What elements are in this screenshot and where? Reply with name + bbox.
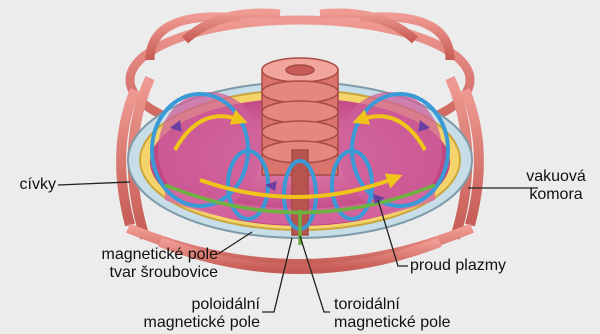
label-helical-field: magnetické pole tvar šroubovice [40, 246, 218, 282]
label-helical-field-line1: magnetické pole [40, 246, 218, 264]
leader-helical-field [218, 232, 252, 254]
label-poloidal-field-line2: magnetické pole [88, 314, 260, 332]
label-poloidal-field: poloidální magnetické pole [88, 296, 260, 332]
label-poloidal-field-line1: poloidální [88, 296, 260, 314]
label-plasma-current: proud plazmy [410, 257, 550, 275]
label-vacuum-chamber-line2: komora [514, 186, 598, 204]
label-helical-field-line2: tvar šroubovice [40, 264, 218, 282]
label-coils: cívky [0, 176, 56, 194]
label-coils-text: cívky [20, 176, 56, 193]
label-toroidal-field-line1: toroidální [334, 296, 506, 314]
leader-poloidal-field [262, 238, 292, 312]
label-plasma-current-text: proud plazmy [410, 257, 506, 274]
label-vacuum-chamber: vakuová komora [514, 168, 598, 204]
leader-toroidal-field [300, 236, 330, 312]
label-toroidal-field-line2: magnetické pole [334, 314, 506, 332]
label-vacuum-chamber-line1: vakuová [514, 168, 598, 186]
label-toroidal-field: toroidální magnetické pole [334, 296, 506, 332]
